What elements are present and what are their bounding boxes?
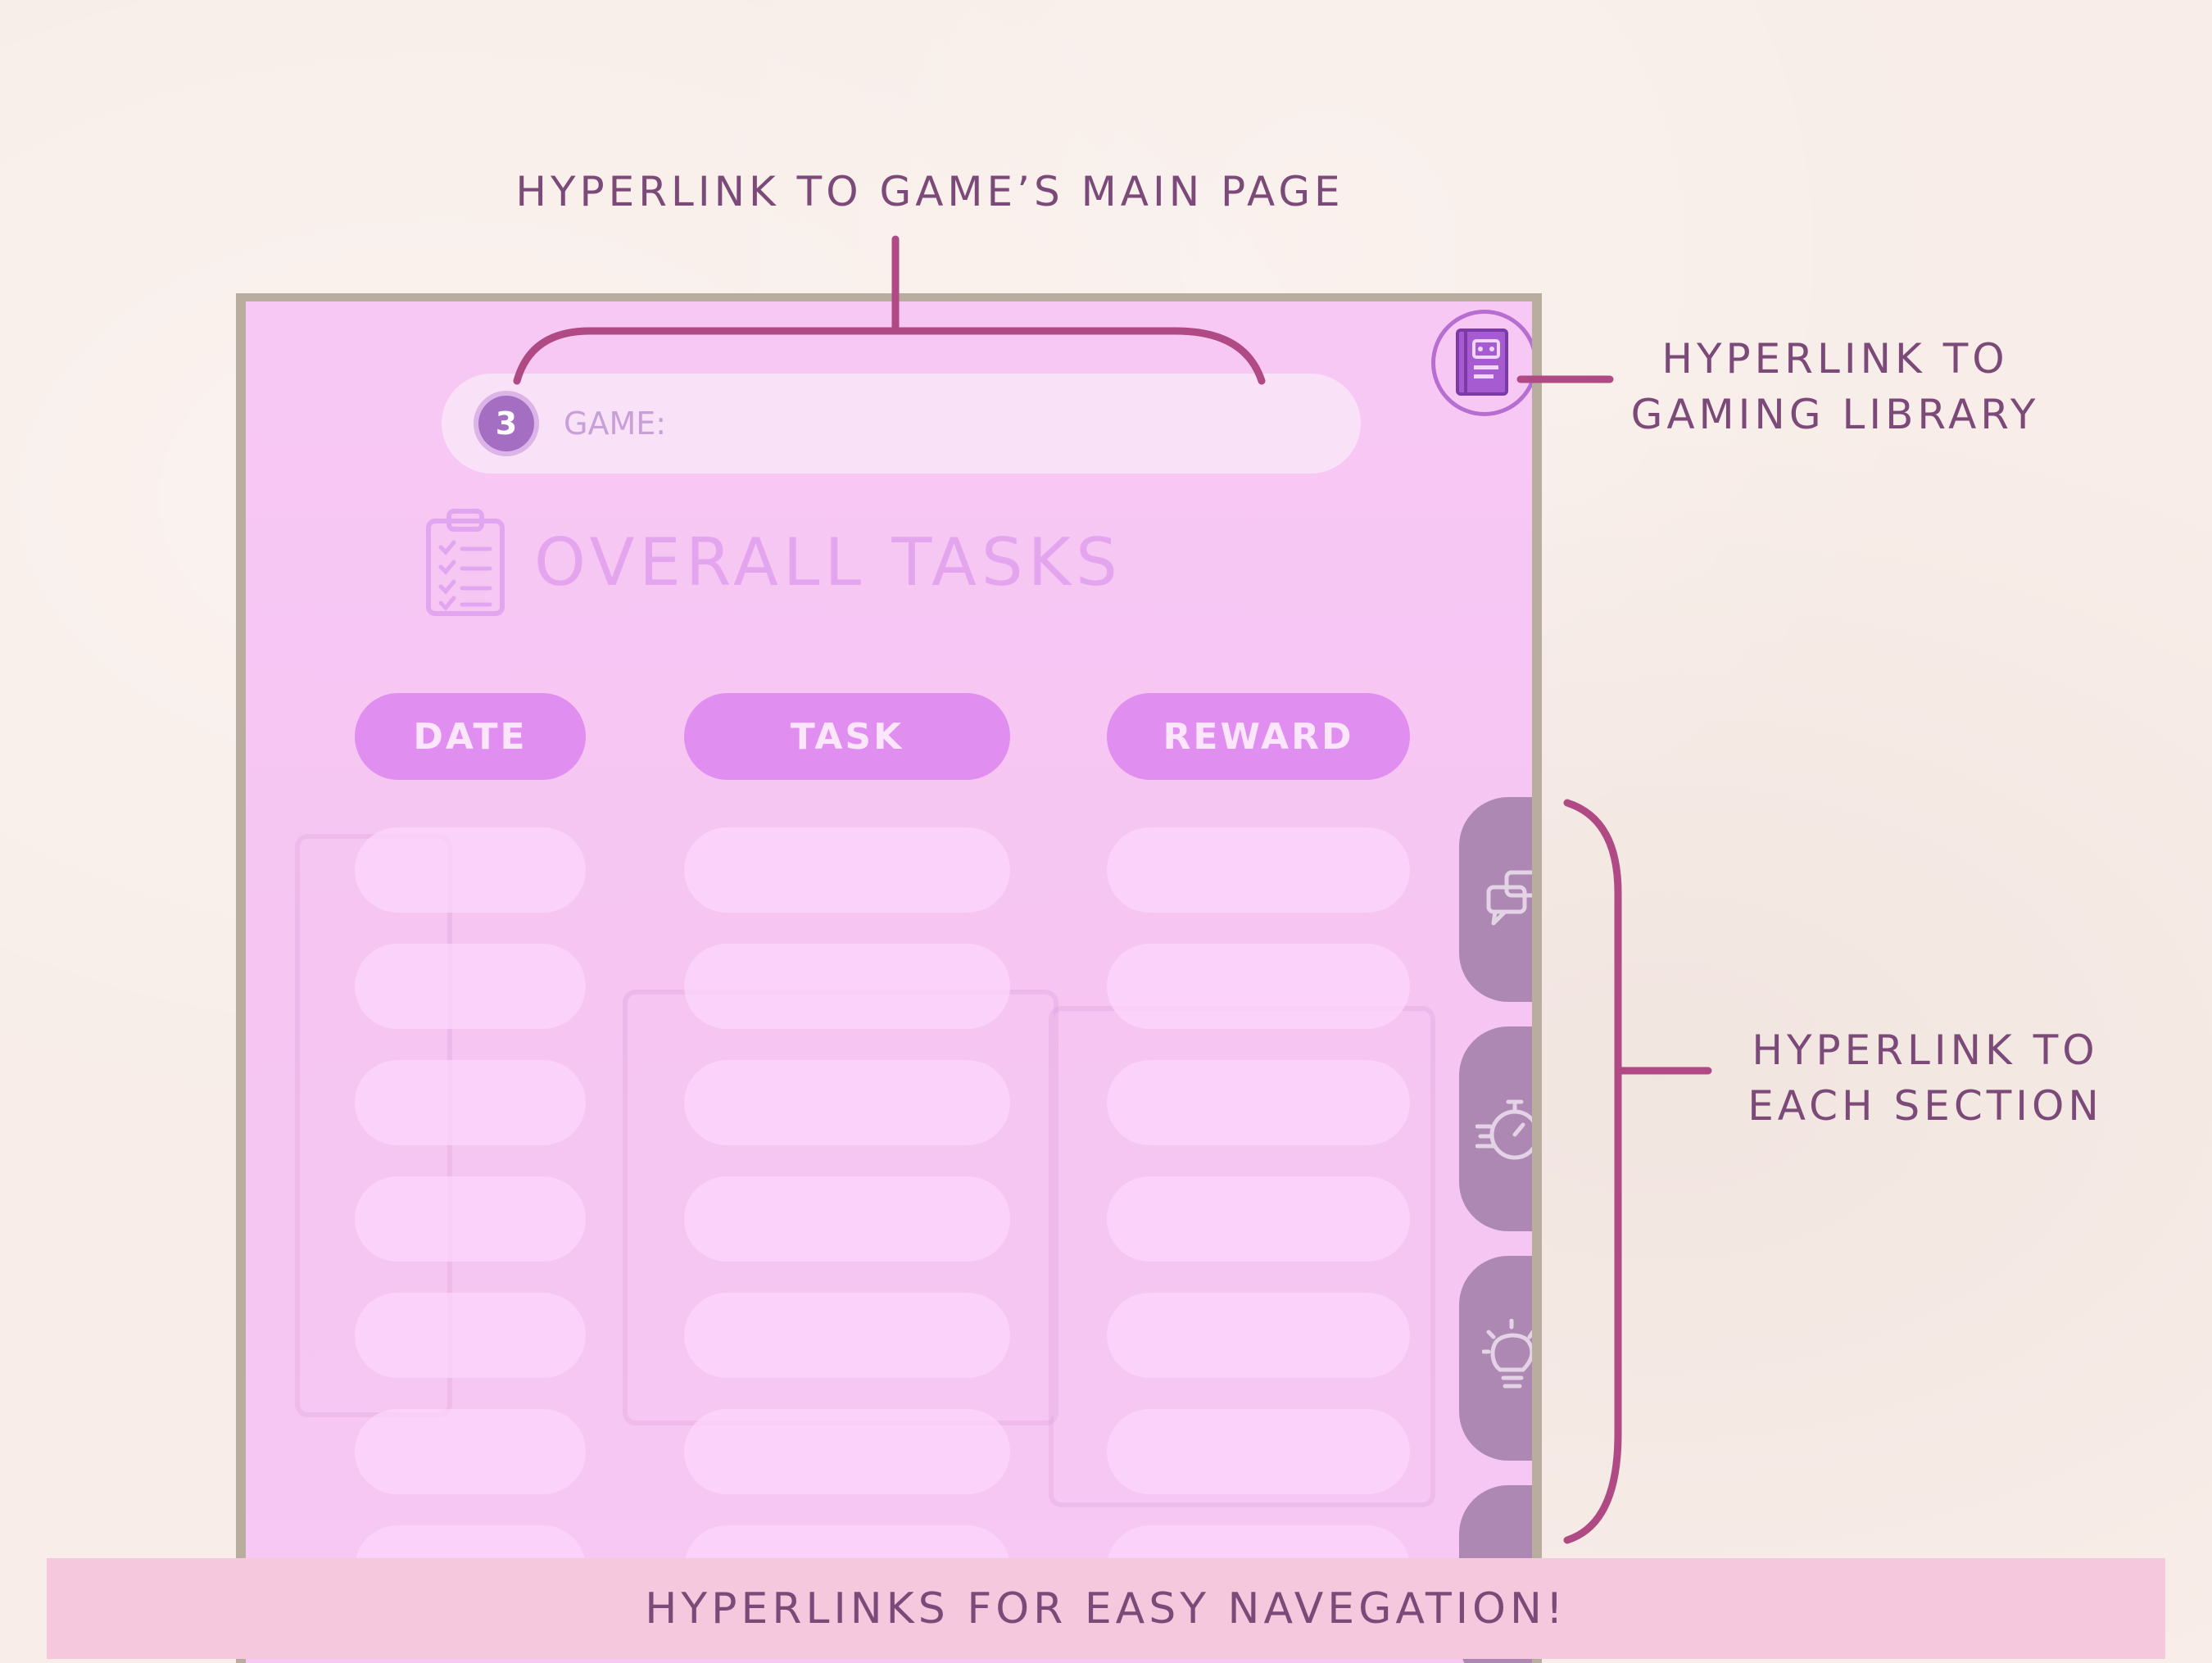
table-cell-date[interactable] [355, 1176, 586, 1262]
table-cell-task[interactable] [684, 944, 1010, 1029]
table-cell-date[interactable] [355, 1409, 586, 1494]
table-cell-reward[interactable] [1107, 1176, 1410, 1262]
clipboard-checklist-icon [426, 509, 505, 616]
table-cell-reward[interactable] [1107, 1293, 1410, 1378]
planner-page-frame: 3 GAME: [236, 293, 1542, 1663]
table-cell-task[interactable] [684, 827, 1010, 913]
game-label: GAME: [564, 406, 667, 442]
table-cell-date[interactable] [355, 944, 586, 1029]
table-cell-date[interactable] [355, 1060, 586, 1145]
main-page-bracket [513, 327, 1266, 385]
book-icon [1456, 329, 1508, 396]
table-cell-reward[interactable] [1107, 827, 1410, 913]
table-cell-task[interactable] [684, 1060, 1010, 1145]
stopwatch-icon [1475, 1099, 1532, 1160]
table-cell-reward[interactable] [1107, 1060, 1410, 1145]
section-tab-ideas[interactable] [1459, 1256, 1532, 1461]
planner-page: 3 GAME: [246, 301, 1532, 1663]
section-tab-stopwatch[interactable] [1459, 1026, 1532, 1231]
lightbulb-icon [1482, 1319, 1532, 1389]
table-cell-date[interactable] [355, 1293, 586, 1378]
callout-gaming-library: HYPERLINK TO GAMING LIBRARY [1630, 335, 2040, 438]
gaming-library-button[interactable] [1431, 310, 1532, 416]
chat-bubbles-icon [1486, 870, 1532, 926]
table-cell-date[interactable] [355, 827, 586, 913]
column-header-task: TASK [684, 693, 1010, 780]
table-cell-reward[interactable] [1107, 944, 1410, 1029]
table-cell-task[interactable] [684, 1293, 1010, 1378]
callout-main-page: HYPERLINK TO GAME’S MAIN PAGE [515, 168, 1344, 215]
footer-banner: HYPERLINKS FOR EASY NAVEGATION! [47, 1558, 2165, 1659]
callout-each-section: HYPERLINK TO EACH SECTION [1747, 1026, 2103, 1130]
table-cell-task[interactable] [684, 1409, 1010, 1494]
page-title: OVERALL TASKS [534, 523, 1122, 600]
column-header-date: DATE [355, 693, 586, 780]
section-title: OVERALL TASKS [424, 506, 1122, 618]
game-number-badge: 3 [478, 396, 534, 451]
table-cell-reward[interactable] [1107, 1409, 1410, 1494]
section-tab-chat[interactable] [1459, 797, 1532, 1002]
game-link-bar[interactable]: 3 GAME: [442, 374, 1361, 474]
column-header-reward: REWARD [1107, 693, 1410, 780]
sections-bracket [1563, 799, 1622, 1544]
table-cell-task[interactable] [684, 1176, 1010, 1262]
